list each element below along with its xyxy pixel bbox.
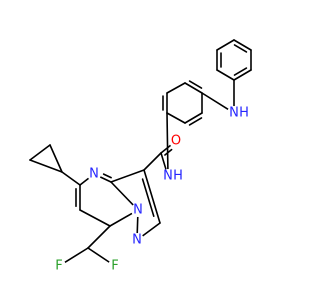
bond-ph6-ph1-second xyxy=(233,67,248,76)
n4-ring-background xyxy=(87,167,101,181)
bond-cp2-cp3 xyxy=(29,144,51,161)
bond-c7-cchf xyxy=(87,225,111,249)
bond-mp4-n-amide xyxy=(166,112,169,170)
bond-cchf-f-left xyxy=(64,247,89,264)
bond-mp1-mp2 xyxy=(184,82,203,94)
bond-c3-c2-second xyxy=(141,178,155,218)
bond-nh-amine-mp1 xyxy=(201,92,229,111)
bond-mp5-mp6-second xyxy=(188,117,203,126)
o-carbonyl-background xyxy=(169,134,183,148)
bond-c3a-n4-ring xyxy=(99,176,112,183)
bond-c3-c3a xyxy=(110,169,145,183)
n-bridge-label: N xyxy=(133,203,143,218)
bond-ccarb-o-carbonyl-second xyxy=(164,148,173,156)
bond-c7-n-bridge xyxy=(109,212,133,227)
nh-amine-hydrogen-label: H xyxy=(239,106,249,121)
bond-ph1-ph2 xyxy=(216,69,235,81)
nh-amine-background xyxy=(227,106,241,120)
f-left-background xyxy=(52,259,66,273)
bond-ph3-ph4 xyxy=(216,39,235,51)
bond-n-bridge-c3a xyxy=(110,181,134,206)
bond-mp4-mp5 xyxy=(166,112,186,124)
o-carbonyl-label: O xyxy=(171,134,181,149)
bond-c5-cp1 xyxy=(61,171,81,186)
bond-ph4-ph5-second xyxy=(233,44,248,53)
bond-n4-ring-c5 xyxy=(79,177,90,186)
f-right-background xyxy=(108,259,122,273)
bond-c3a-n4-ring-second xyxy=(102,173,112,179)
n-amide-background xyxy=(161,169,175,183)
bond-layer xyxy=(29,39,252,264)
bond-cchf-f-right xyxy=(87,247,110,263)
nh-amine-label: N xyxy=(229,106,239,121)
bond-ph4-ph5 xyxy=(233,39,252,51)
bond-n-pyrazole-n-bridge xyxy=(136,216,139,234)
bond-c3-c2 xyxy=(143,169,161,224)
f-left-label: F xyxy=(55,259,62,274)
n-amide-hydrogen-label: H xyxy=(173,169,183,184)
bond-cp1-cp2 xyxy=(49,144,63,173)
n-pyrazole-background xyxy=(130,233,144,247)
bond-ph6-ph1 xyxy=(233,69,252,81)
bond-cp3-cp1 xyxy=(29,159,63,173)
bond-n-amide-ccarb xyxy=(160,152,167,171)
n-pyrazole-label: N xyxy=(132,233,142,248)
bond-c2-n-pyrazole xyxy=(141,222,161,237)
bond-mp5-mp6 xyxy=(184,112,203,124)
f-right-label: F xyxy=(111,259,118,274)
bond-c6-c7 xyxy=(79,209,111,227)
n4-ring-label: N xyxy=(89,167,99,182)
bond-ccarb-c3 xyxy=(143,152,162,171)
bond-mp1-mp2-second xyxy=(188,80,203,89)
bond-mp2-mp3 xyxy=(166,82,186,94)
bond-ccarb-o-carbonyl xyxy=(160,144,172,154)
n-amide-label: N xyxy=(163,169,173,184)
n-bridge-background xyxy=(131,203,145,217)
